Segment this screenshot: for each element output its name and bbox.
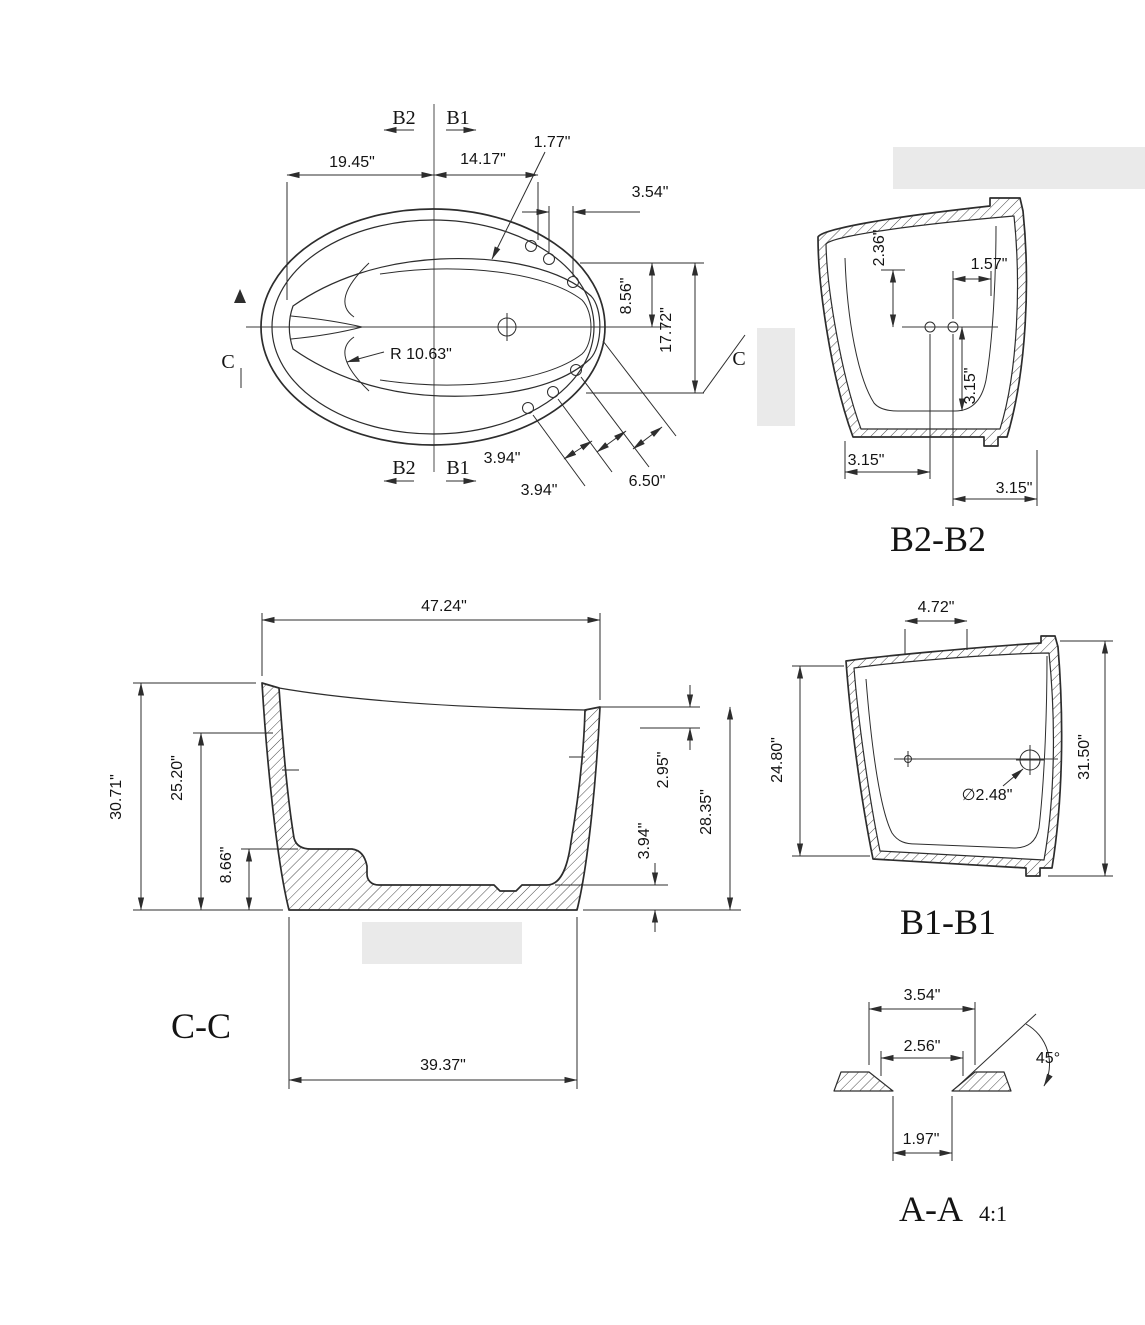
dim-diameter-2-48: ∅2.48" — [962, 787, 1013, 804]
dim-31-50: 31.50" — [1076, 734, 1093, 780]
dim-2-95: 2.95" — [655, 752, 672, 789]
dim-1-77: 1.77" — [534, 134, 571, 151]
section-label-c-right: C — [732, 348, 745, 370]
detail-view-aa: 3.54" 2.56" 45° 1.97" A-A 4:1 — [833, 987, 1060, 1229]
dim-3-94: 3.94" — [636, 823, 653, 860]
section-title-b2b2: B2-B2 — [890, 519, 986, 559]
dim-14-17: 14.17" — [460, 151, 506, 168]
basin-outline — [288, 257, 601, 397]
jet-hole — [525, 240, 537, 252]
section-c-direction-arrow — [234, 289, 246, 303]
dim-3-94-b: 3.94" — [521, 482, 558, 499]
b1b1-dimensions — [792, 617, 1113, 877]
detail-scale: 4:1 — [979, 1201, 1007, 1226]
backrest-notch — [290, 315, 363, 340]
backrest-contour-upper — [344, 262, 370, 318]
dim-2-56: 2.56" — [904, 1038, 941, 1055]
dim-4-72: 4.72" — [918, 599, 955, 616]
far-rim-edge — [278, 687, 586, 711]
dim-25-20: 25.20" — [169, 755, 186, 801]
dim-47-24: 47.24" — [421, 598, 467, 615]
dim-28-35: 28.35" — [698, 789, 715, 835]
dim-3-15-vertical: 3.15" — [962, 368, 979, 405]
section-label-b2-top: B2 — [392, 107, 415, 129]
dim-1-57: 1.57" — [971, 256, 1008, 273]
detail-title-aa: A-A — [899, 1189, 963, 1229]
b2b2-dimensions — [844, 269, 1038, 506]
countersink-profile-left — [833, 1071, 894, 1092]
dim-3-54: 3.54" — [904, 987, 941, 1004]
watermark-band — [362, 922, 522, 964]
radius-label: R 10.63" — [390, 346, 452, 363]
cc-dimensions — [133, 613, 741, 1089]
jet-hole — [543, 253, 555, 265]
dim-3-15-bottom-left: 3.15" — [848, 452, 885, 469]
section-title-b1b1: B1-B1 — [900, 902, 996, 942]
angle-45: 45° — [1036, 1050, 1060, 1067]
section-label-b2-bottom: B2 — [392, 457, 415, 479]
section-view-b1b1: 4.72" 24.80" 31.50" ∅2.48" B1-B1 — [769, 599, 1113, 942]
jet-hole — [570, 364, 582, 376]
basin-contour — [865, 655, 1048, 849]
inner-shell-outline — [825, 215, 1019, 430]
outer-shell-outline — [845, 635, 1063, 877]
watermark-smudges — [362, 147, 1145, 964]
basin-inner-ledge — [379, 268, 592, 386]
section-title-cc: C-C — [171, 1006, 231, 1046]
dim-19-45: 19.45" — [329, 154, 375, 171]
dim-30-71: 30.71" — [108, 774, 125, 820]
outer-shell-outline — [817, 197, 1028, 447]
section-label-b1-bottom: B1 — [446, 457, 469, 479]
wall-hatch-region — [846, 636, 1062, 876]
inner-shell-outline — [853, 652, 1055, 861]
jet-hole — [522, 402, 534, 414]
basin-contour — [844, 225, 997, 412]
dim-3-54: 3.54" — [632, 184, 669, 201]
dim-8-66: 8.66" — [218, 847, 235, 884]
section-view-cc: 47.24" 30.71" 25.20" 8.66" 2.95" 3.94" 2… — [108, 598, 741, 1089]
drain-cross — [1016, 745, 1044, 775]
countersink-profile-right — [951, 1071, 1012, 1092]
top-view-dimensions — [234, 126, 746, 487]
section-label-b1-top: B1 — [446, 107, 469, 129]
dim-1-97: 1.97" — [903, 1131, 940, 1148]
dim-6-50: 6.50" — [629, 473, 666, 490]
dim-17-72: 17.72" — [658, 307, 675, 353]
dim-39-37: 39.37" — [420, 1057, 466, 1074]
watermark-band — [757, 328, 795, 426]
tub-inner-rim — [271, 219, 595, 435]
backrest-contour-lower — [344, 336, 370, 392]
section-view-b2b2: 2.36" 1.57" 3.15" 3.15" 3.15" B2-B2 — [817, 197, 1038, 559]
aa-dimensions — [868, 1002, 1053, 1161]
countersink-hatch-region — [834, 1072, 1011, 1091]
section-label-c-left: C — [221, 351, 234, 373]
profile-outline — [261, 682, 601, 911]
center-mark-cross — [900, 751, 916, 767]
dim-24-80: 24.80" — [769, 737, 786, 783]
wall-hatch-region — [818, 198, 1027, 446]
watermark-band — [893, 147, 1145, 189]
top-plan-view: B2 B1 19.45" 14.17" 1.77" 3.54" 8.56" 17… — [221, 104, 746, 499]
wall-hatch-region — [262, 683, 600, 910]
dim-3-94-a: 3.94" — [484, 450, 521, 467]
dim-3-15-bottom-right: 3.15" — [996, 480, 1033, 497]
dim-8-56: 8.56" — [618, 278, 635, 315]
dim-2-36: 2.36" — [871, 230, 888, 267]
tub-outer-rim — [260, 208, 606, 446]
jet-hole — [547, 386, 559, 398]
jet-hole — [567, 276, 579, 288]
